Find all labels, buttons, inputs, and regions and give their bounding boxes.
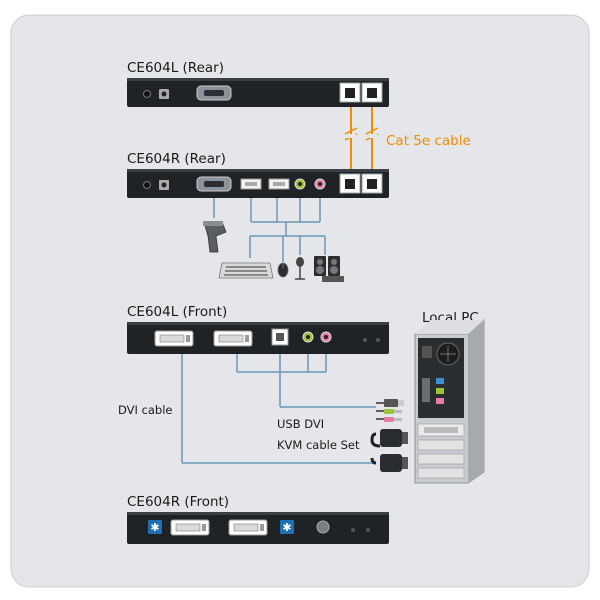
ce604l-rear-label: CE604L (Rear) (127, 60, 224, 76)
dvi-plug-icon (370, 429, 408, 448)
push-button[interactable] (316, 520, 330, 534)
ce604l-front-label: CE604L (Front) (127, 304, 227, 320)
dvi-cable-label: DVI cable (118, 403, 173, 417)
led-indicator (351, 528, 355, 532)
ce604l-rear-unit (127, 78, 389, 107)
kvm-cable-label-line2: KVM cable Set (277, 438, 360, 452)
ce604r-rear-label: CE604R (Rear) (127, 151, 226, 167)
kvm-cable-label-line1: USB DVI (277, 417, 324, 431)
mouse-icon (277, 262, 289, 278)
usb-plug-icon (376, 399, 404, 407)
audio-plug-icon (376, 417, 402, 422)
pc-tower-icon (414, 318, 485, 484)
led-indicator (366, 528, 370, 532)
ce604l-front-unit (127, 322, 389, 354)
led-indicator-blue (280, 520, 294, 534)
ce604r-front-label: CE604R (Front) (127, 494, 229, 510)
power-jack-icon (143, 181, 151, 189)
microphone-icon (295, 257, 305, 280)
ce604r-rear-unit (127, 169, 389, 198)
svg-text:✱: ✱ (282, 521, 291, 534)
peripheral-connection-lines (213, 198, 326, 262)
svg-text:✱: ✱ (150, 521, 159, 534)
power-jack-icon (143, 90, 151, 98)
ce604r-front-unit: ✱ ✱ (127, 512, 389, 544)
led-indicator (376, 338, 380, 342)
cat5e-cable-label: Cat 5e cable (386, 133, 471, 149)
audio-plug-icon (376, 409, 402, 414)
dvi-plug-icon (370, 454, 408, 472)
kvm-cable-lines (236, 354, 376, 408)
cat5e-cable (344, 107, 379, 176)
led-indicator-blue (148, 520, 162, 534)
barcode-scanner-icon (203, 221, 227, 253)
keyboard-icon (218, 262, 274, 279)
speakers-icon (314, 256, 344, 282)
dvi-cable-line (181, 354, 376, 464)
led-indicator (363, 338, 367, 342)
